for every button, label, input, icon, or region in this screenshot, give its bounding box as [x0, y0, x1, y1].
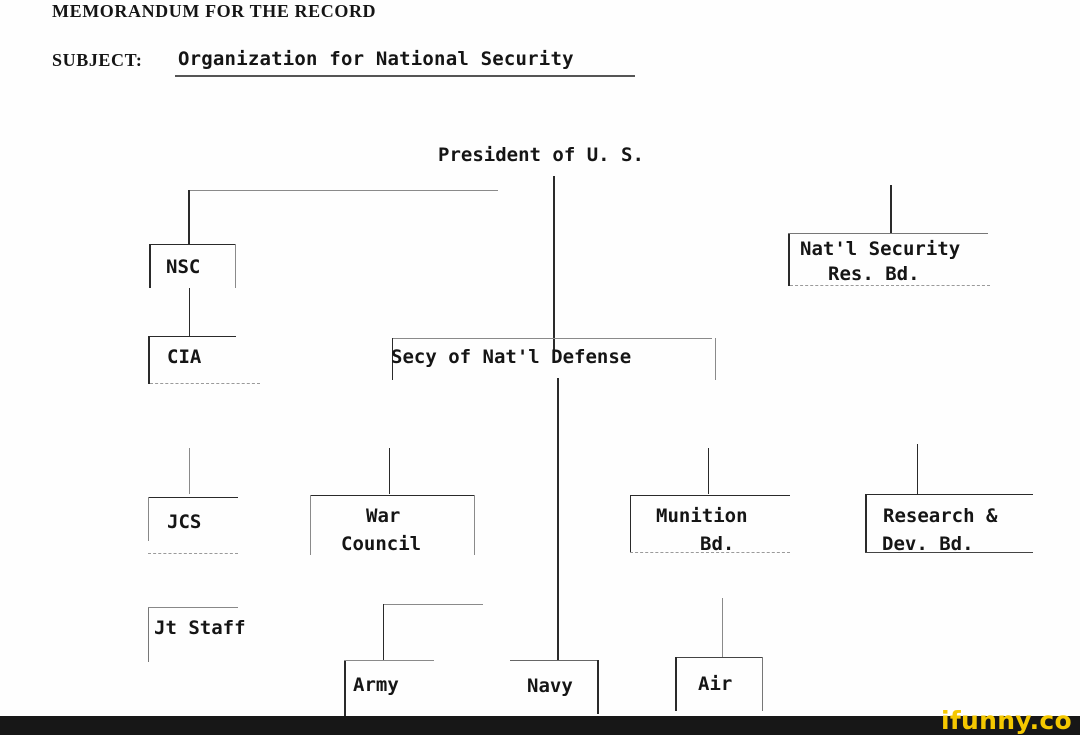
org-node-nsrb-line1: Nat'l Security [800, 238, 961, 260]
war-box-top [310, 495, 475, 496]
connector-to-army-bar [383, 604, 483, 605]
subject-value: Organization for National Security [178, 48, 574, 70]
org-node-nsc: NSC [166, 256, 201, 278]
cia-box-left [148, 336, 150, 384]
munition-box-bottom [630, 552, 790, 553]
subject-label: SUBJECT: [52, 50, 143, 70]
connector-to-rd [917, 444, 918, 494]
connector-to-munition [708, 448, 709, 494]
nsc-box-top [149, 244, 235, 245]
org-node-munition-line1: Munition [656, 505, 748, 527]
army-box-top [344, 660, 434, 661]
connector-to-air [722, 598, 723, 658]
connector-to-war [389, 448, 390, 494]
rd-box-left [865, 494, 867, 552]
memo-page: MEMORANDUM FOR THE RECORD SUBJECT: Organ… [52, 1, 1033, 716]
secdef-box-top [392, 338, 712, 339]
cia-box-bottom [150, 383, 260, 384]
connector-secdef-trunk [557, 378, 559, 660]
cia-box-top [148, 336, 236, 337]
secdef-box-right [715, 338, 716, 380]
org-node-war-line2: Council [341, 533, 422, 555]
navy-box-top [510, 660, 598, 661]
air-box-top [675, 657, 763, 658]
nsc-box-left [149, 244, 151, 288]
org-node-secdef: Secy of Nat'l Defense [391, 346, 632, 368]
connector-to-nsc [188, 190, 190, 245]
nsrb-box-left [788, 233, 790, 286]
rd-box-top [865, 494, 1033, 495]
org-node-cia: CIA [167, 346, 202, 368]
org-node-army: Army [353, 674, 399, 696]
ifunny-watermark-logo: ifunny.co [940, 706, 1072, 735]
rd-box-bottom [865, 552, 1033, 553]
connector-to-jcs [189, 448, 190, 494]
army-box-left [344, 660, 346, 716]
subject-underline [175, 75, 635, 77]
war-box-left [310, 495, 311, 555]
org-node-munition-line2: Bd. [700, 533, 735, 555]
org-node-president: President of U. S. [438, 144, 644, 166]
nsc-box-right [235, 244, 236, 288]
navy-box-right [597, 660, 599, 714]
jcs-box-top [148, 497, 238, 498]
secdef-box-left [392, 338, 393, 380]
connector-top-bar [188, 190, 498, 191]
org-node-air: Air [698, 673, 733, 695]
air-box-right [762, 657, 763, 711]
air-box-left [675, 657, 677, 711]
org-node-jt-staff: Jt Staff [154, 617, 246, 639]
nsrb-box-bottom [790, 285, 990, 286]
org-node-war-line1: War [366, 505, 401, 527]
org-node-rd-line2: Dev. Bd. [882, 533, 974, 555]
jt-staff-box-top [148, 607, 238, 608]
jcs-box-left [148, 497, 149, 541]
watermark-bar [0, 716, 1080, 735]
jcs-box-bottom [148, 553, 238, 554]
org-node-navy: Navy [527, 675, 573, 697]
jt-staff-box-left [148, 607, 149, 662]
org-node-rd-line1: Research & [883, 505, 998, 527]
org-node-jcs: JCS [167, 511, 202, 533]
nsrb-box-top [788, 233, 988, 234]
munition-box-left [630, 495, 631, 553]
connector-president-trunk [553, 176, 555, 352]
connector-to-army [383, 604, 384, 660]
connector-nsc-cia [189, 288, 190, 336]
connector-to-nsrb [890, 185, 892, 233]
munition-box-top [630, 495, 790, 496]
memo-heading: MEMORANDUM FOR THE RECORD [52, 1, 377, 21]
war-box-right [474, 495, 475, 555]
org-node-nsrb-line2: Res. Bd. [828, 263, 920, 285]
